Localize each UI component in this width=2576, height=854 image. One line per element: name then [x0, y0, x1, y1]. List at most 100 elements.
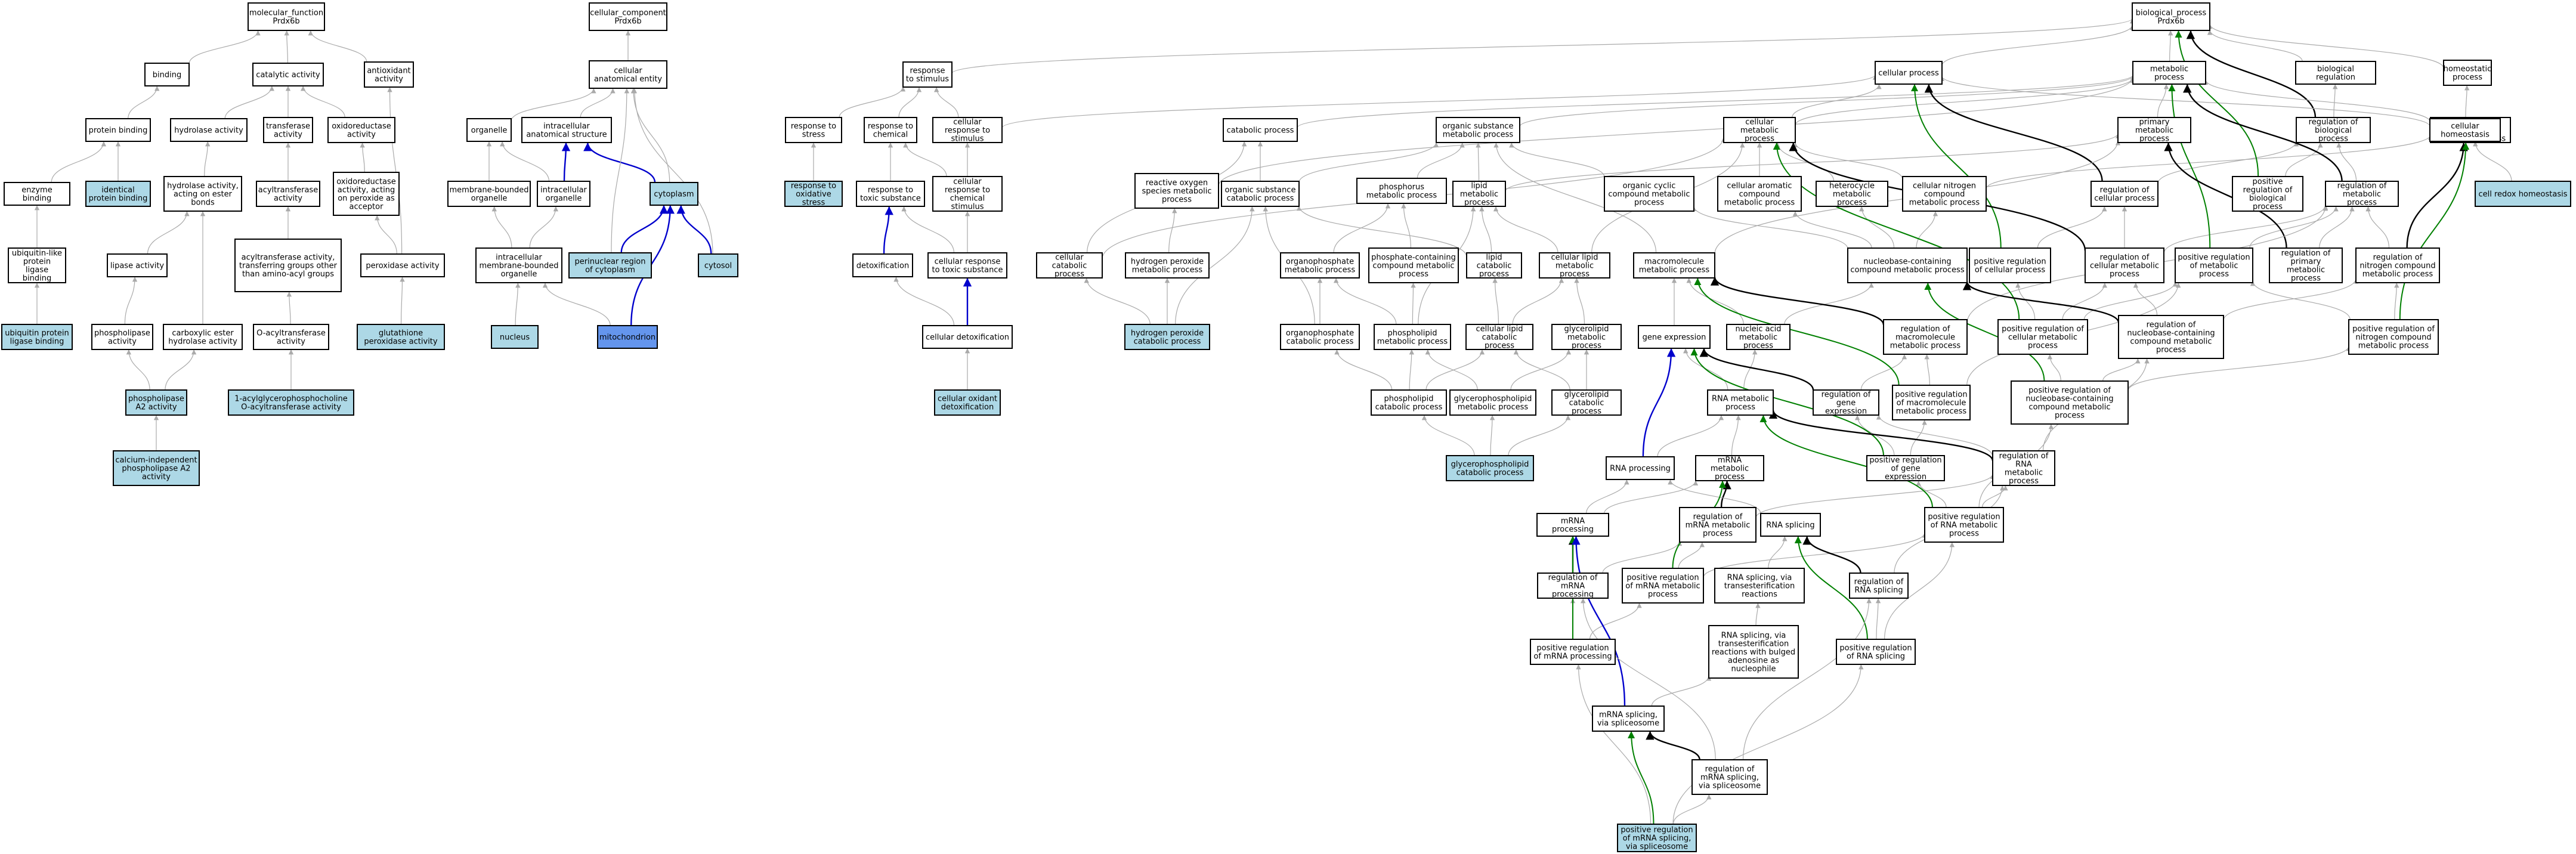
node-cellredox[interactable]: cell redox homeostasis — [2475, 181, 2571, 207]
node-box[interactable] — [1551, 389, 1622, 416]
node-box[interactable] — [360, 253, 445, 277]
node-box[interactable] — [784, 181, 843, 207]
node-box[interactable] — [1452, 181, 1506, 207]
node-box[interactable] — [2091, 181, 2158, 207]
node-cytosol[interactable]: cytosol — [698, 253, 738, 277]
node-cytoplasm[interactable]: cytoplasm — [650, 182, 698, 206]
node-protbind[interactable]: protein binding — [85, 118, 151, 142]
node-detox[interactable]: detoxification — [852, 253, 913, 277]
node-box[interactable] — [1638, 325, 1711, 349]
node-box[interactable] — [1924, 507, 2004, 543]
node-box[interactable] — [1530, 639, 1616, 665]
node-box[interactable] — [1883, 319, 1968, 355]
node-bind[interactable]: binding — [144, 63, 190, 86]
node-box[interactable] — [4, 182, 70, 206]
node-box[interactable] — [1, 324, 73, 350]
node-box[interactable] — [253, 324, 329, 350]
node-box[interactable] — [1371, 389, 1447, 416]
node-box[interactable] — [2348, 319, 2439, 355]
node-box[interactable] — [2269, 247, 2343, 283]
node-box[interactable] — [163, 176, 242, 212]
node-box[interactable] — [2118, 315, 2224, 359]
node-box[interactable] — [364, 61, 414, 88]
node-box[interactable] — [2295, 61, 2376, 85]
node-box[interactable] — [2117, 117, 2191, 143]
node-box[interactable] — [1813, 389, 1879, 416]
node-box[interactable] — [107, 253, 168, 277]
node-box[interactable] — [1992, 450, 2055, 486]
node-box[interactable] — [234, 239, 342, 292]
node-box[interactable] — [1902, 176, 1987, 212]
node-box[interactable] — [333, 172, 400, 216]
node-box[interactable] — [1539, 252, 1610, 279]
node-mrnasplice[interactable]: mRNA splicing,via spliceosome — [1592, 706, 1665, 732]
node-box[interactable] — [8, 247, 66, 283]
node-cellproc[interactable]: cellular process — [1875, 61, 1943, 85]
node-celldetox[interactable]: cellular detoxification — [922, 325, 1013, 349]
node-box[interactable] — [2325, 181, 2399, 207]
node-box[interactable] — [1892, 385, 1971, 420]
node-box[interactable] — [568, 252, 652, 279]
node-box[interactable] — [1816, 181, 1888, 207]
node-box[interactable] — [1551, 324, 1622, 350]
node-box[interactable] — [2011, 380, 2129, 425]
node-box[interactable] — [85, 181, 151, 207]
node-box[interactable] — [1125, 252, 1210, 279]
node-box[interactable] — [785, 117, 842, 143]
node-box[interactable] — [466, 118, 512, 142]
node-box[interactable] — [932, 176, 1003, 212]
node-nucleus[interactable]: nucleus — [491, 325, 539, 349]
node-box[interactable] — [1223, 118, 1298, 142]
node-box[interactable] — [228, 389, 354, 416]
node-box[interactable] — [1849, 573, 1909, 599]
node-box[interactable] — [248, 2, 325, 31]
node-box[interactable] — [163, 324, 243, 350]
